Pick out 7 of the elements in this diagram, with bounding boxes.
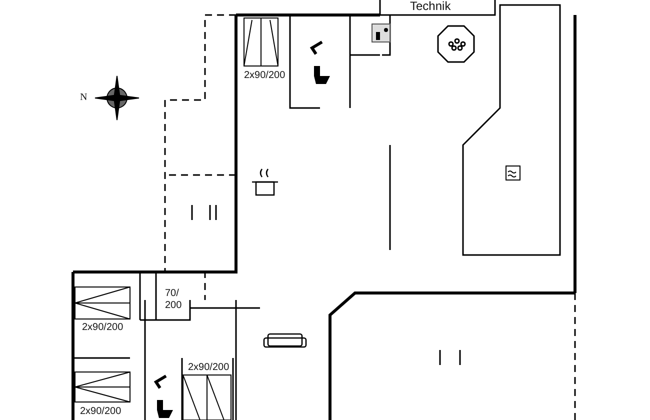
- bed-size-label: 2x90/200: [188, 362, 230, 374]
- bed-size-label: 70/ 200: [165, 288, 183, 312]
- bed-size-label: 2x90/200: [82, 322, 124, 334]
- room-label: Technik: [410, 0, 451, 12]
- bed-size-label: 2x90/200: [244, 70, 286, 82]
- north-label: N: [80, 92, 88, 104]
- bed-size-label: 2x90/200: [80, 406, 122, 418]
